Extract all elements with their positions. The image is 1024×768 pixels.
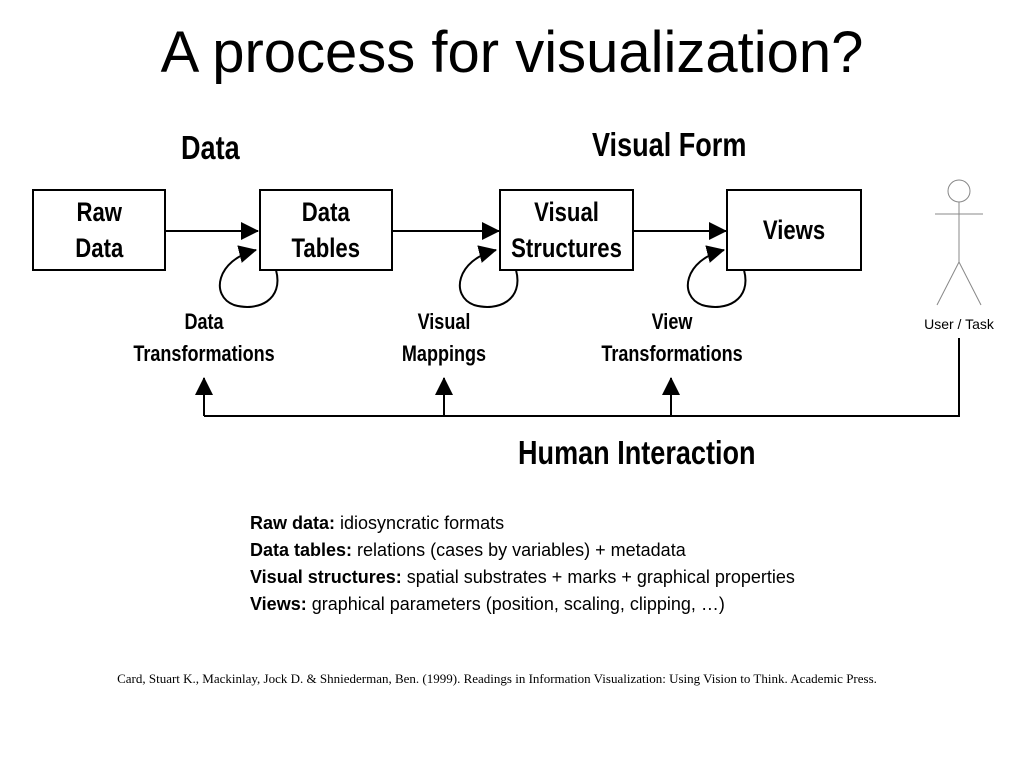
definition-text: relations (cases by variables) + metadat… [352,540,686,560]
stick-figure-icon [935,179,983,306]
node-visual-structures: Visual Structures [499,189,634,271]
definition-term: Raw data: [250,513,336,533]
node-visual-structures-label: Visual Structures [511,197,622,263]
definition-term: Views: [250,594,307,614]
definition-views: Views: graphical parameters (position, s… [250,591,795,618]
node-data-tables: Data Tables [259,189,393,271]
definition-term: Visual structures: [250,567,402,587]
definition-term: Data tables: [250,540,353,560]
loop-visual-mappings [458,245,519,308]
human-interaction-line [204,338,960,417]
heading-visual-form: Visual Form [592,126,747,163]
definition-text: idiosyncratic formats [335,513,505,533]
op-view-transformations: View Transformations [601,309,743,366]
definition-text: graphical parameters (position, scaling,… [306,594,725,614]
definition-raw-data: Raw data: idiosyncratic formats [250,510,795,537]
node-raw-data: Raw Data [32,189,166,271]
slide-title: A process for visualization? [160,20,864,85]
node-views: Views [726,189,862,271]
loop-data-transformations [218,245,279,308]
node-raw-data-label: Raw Data [75,197,123,263]
op-data-transformations: Data Transformations [133,309,275,366]
definition-visual-structures: Visual structures: spatial substrates + … [250,564,795,591]
loop-view-transformations [686,245,747,308]
definition-data-tables: Data tables: relations (cases by variabl… [250,537,795,564]
user-task-label: User / Task [924,316,994,332]
definition-text: spatial substrates + marks + graphical p… [401,567,795,587]
node-views-label: Views [762,215,826,245]
heading-data: Data [181,129,240,166]
op-visual-mappings: Visual Mappings [401,309,487,366]
definitions-list: Raw data: idiosyncratic formats Data tab… [250,510,795,618]
citation: Card, Stuart K., Mackinlay, Jock D. & Sh… [117,671,877,686]
heading-human-interaction: Human Interaction [518,434,756,471]
node-data-tables-label: Data Tables [291,197,361,263]
